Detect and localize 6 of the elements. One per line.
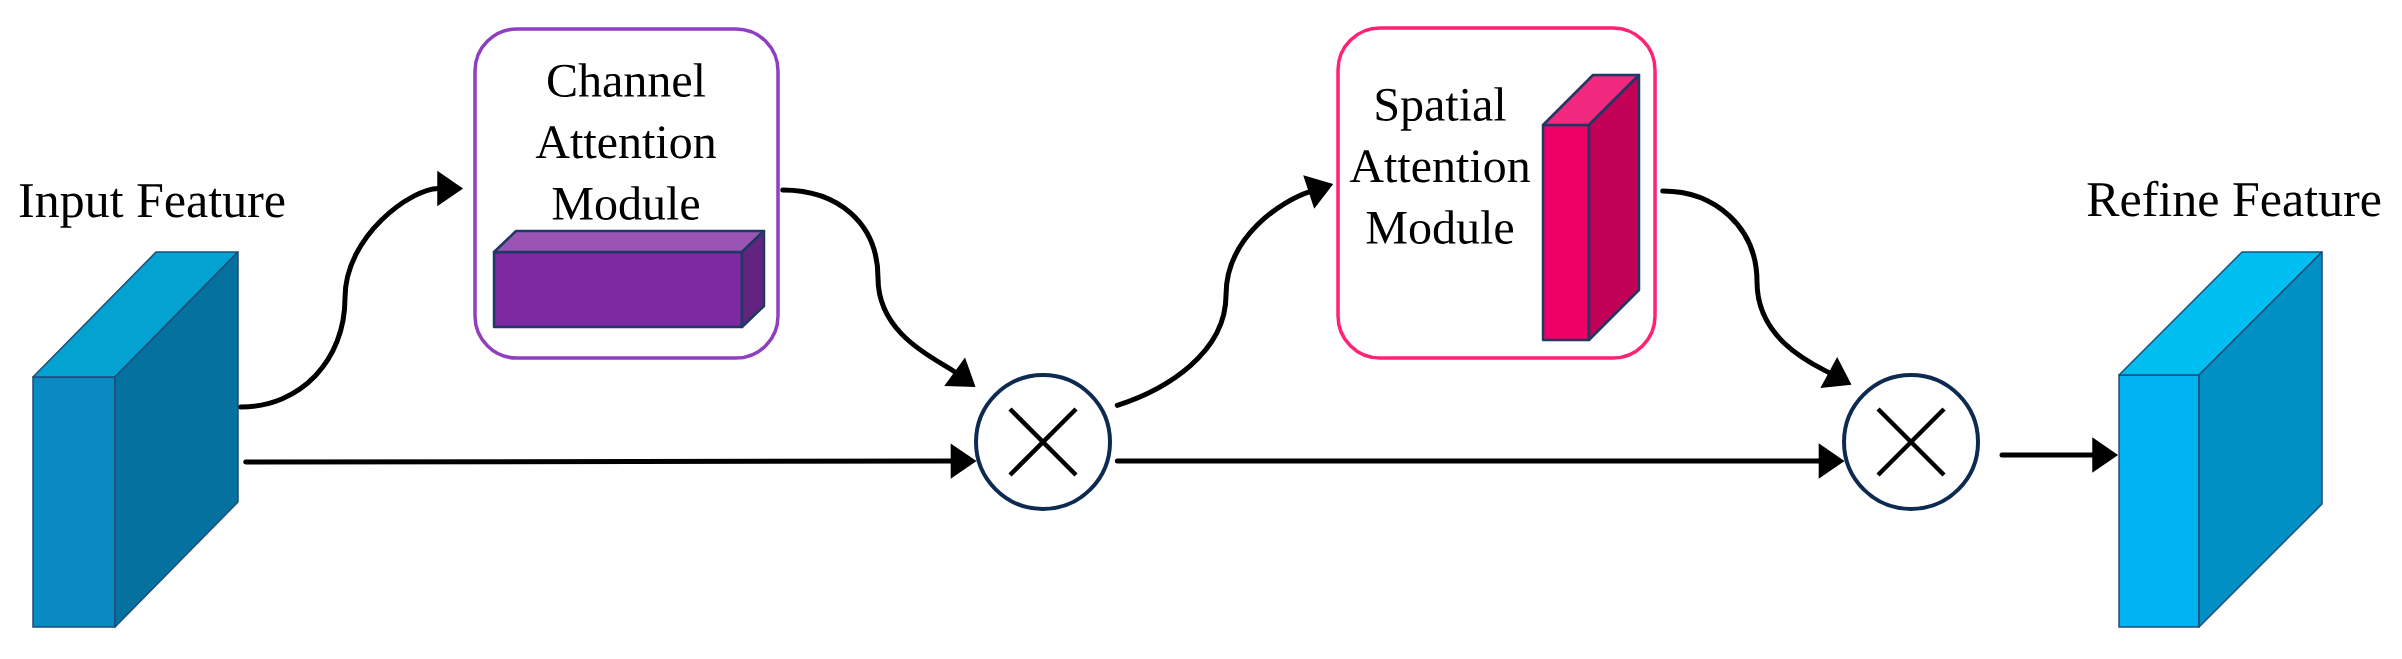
multiply-circle [1842, 373, 1980, 511]
multiply-circle [974, 373, 1112, 511]
module-label: Spatial Attention Module [1349, 87, 1530, 244]
module-label: Channel Attention Module [535, 63, 716, 220]
feature-label: Input Feature [19, 184, 285, 228]
feature-label: Refine Feature [2087, 180, 2381, 217]
